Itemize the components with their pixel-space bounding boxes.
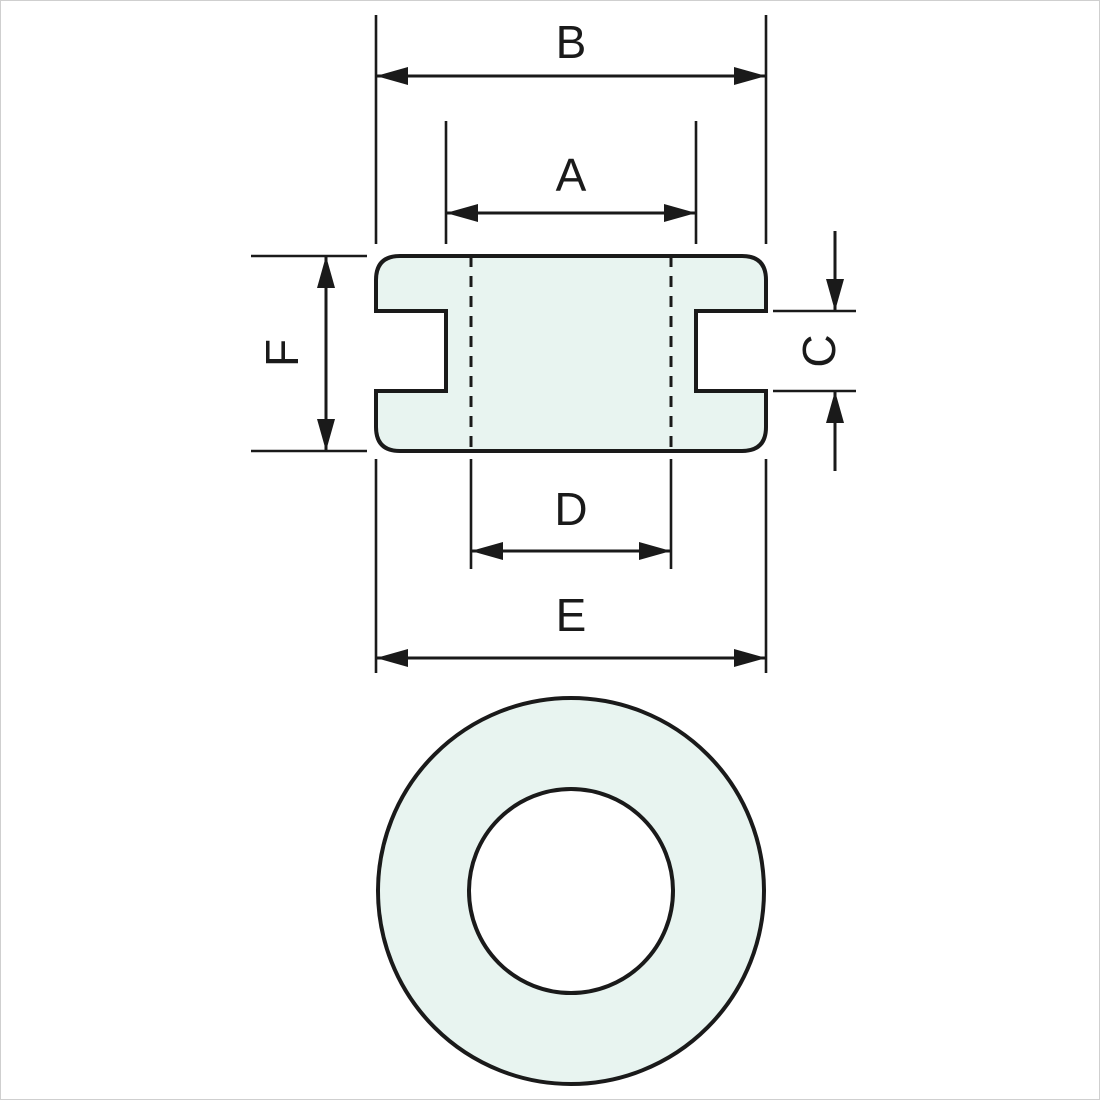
dimension-f: F (251, 254, 367, 453)
dimension-e-label: E (556, 589, 587, 641)
dimension-e: E (374, 459, 768, 673)
grommet-top-view-hole (467, 787, 675, 995)
dimension-d-label: D (554, 483, 587, 535)
dimension-c-label: C (793, 334, 845, 367)
dimension-b: B (374, 15, 768, 244)
dimension-a: A (444, 121, 698, 244)
dimension-f-label: F (256, 339, 308, 367)
dimension-c: C (773, 231, 856, 471)
grommet-top-view (376, 696, 766, 1086)
dimension-b-label: B (556, 16, 587, 68)
dimension-d: D (469, 459, 673, 569)
dimension-a-label: A (556, 149, 587, 201)
grommet-cross-section (374, 254, 768, 453)
